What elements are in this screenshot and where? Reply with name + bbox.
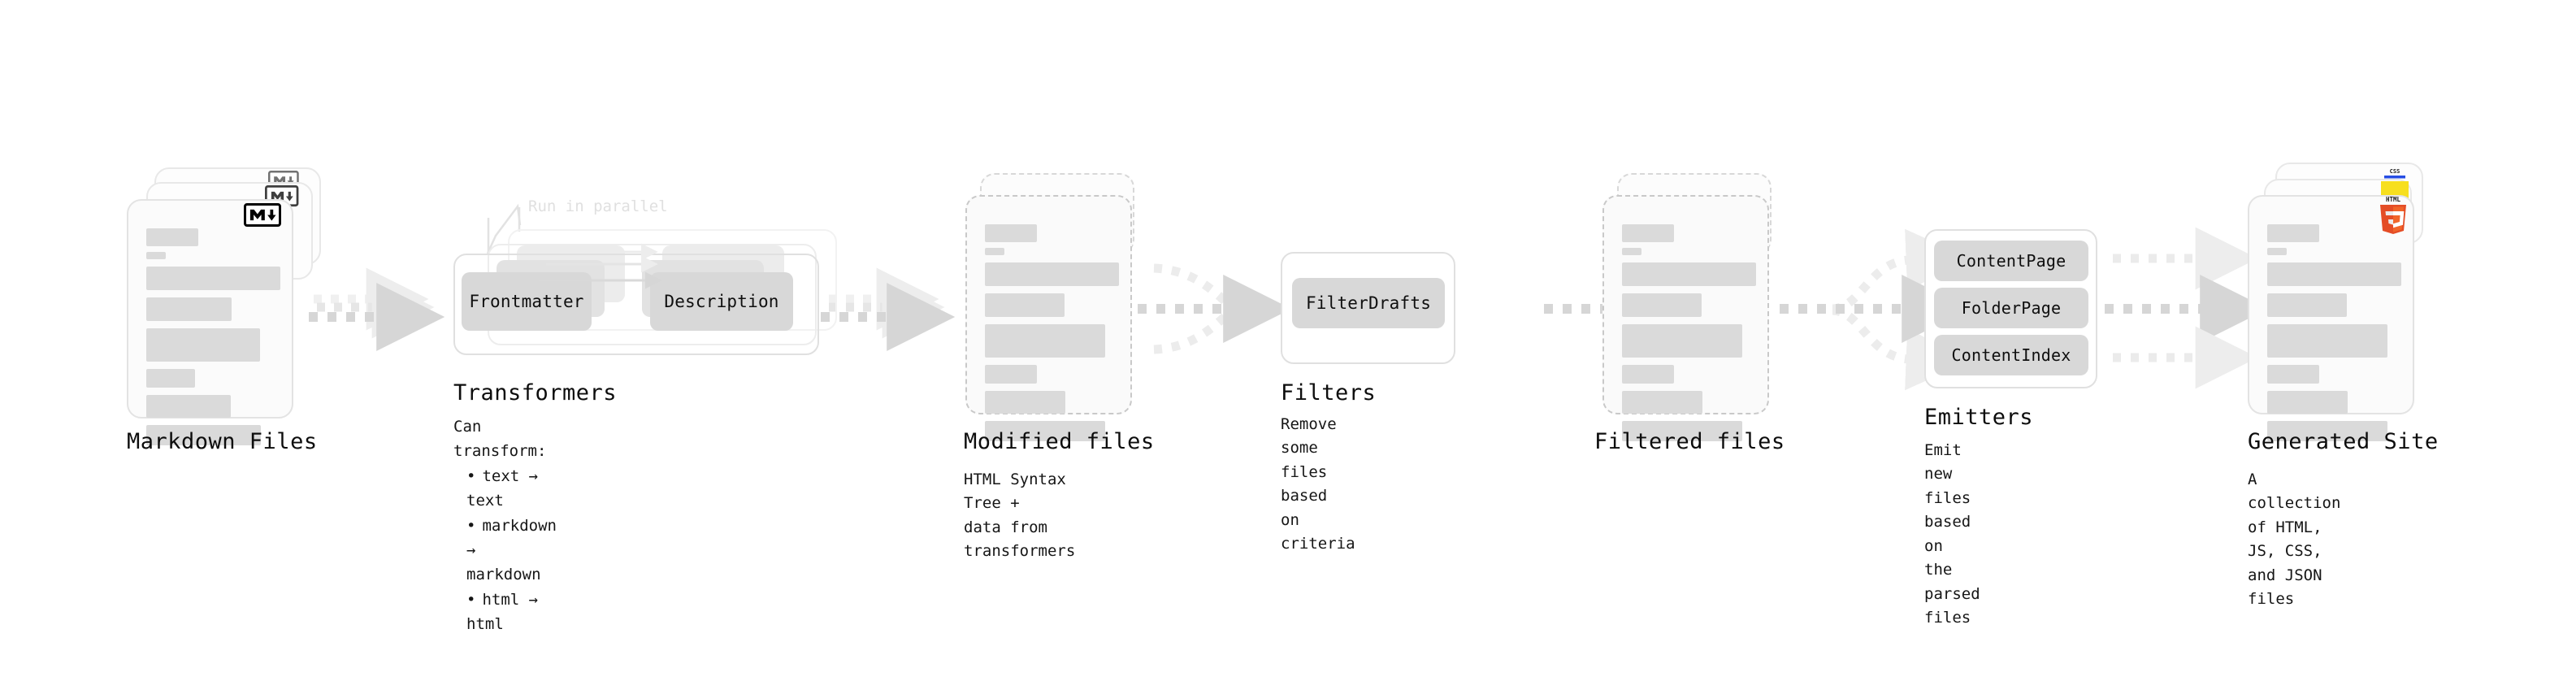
chip-description[interactable]: Description	[650, 272, 793, 331]
stage-caption-emitters: Emit new files based on the parsed files	[1924, 441, 1980, 627]
transformer-bullet-html: html → html	[466, 588, 557, 637]
chip-contentindex[interactable]: ContentIndex	[1934, 335, 2088, 375]
arrow-markdown-to-transformers	[309, 267, 445, 351]
stage-title-transformers: Transformers	[453, 380, 618, 406]
transformer-bullet-markdown: markdown → markdown	[466, 514, 557, 588]
markdown-doc-front	[127, 199, 293, 445]
chip-contentpage[interactable]: ContentPage	[1934, 241, 2088, 281]
stage-title-filtered-files: Filtered files	[1594, 429, 1785, 454]
arrow-emitters-to-site	[2105, 227, 2269, 389]
stage-caption-modified-files: HTML Syntax Tree + data from transformer…	[964, 471, 1076, 561]
svg-text:CSS: CSS	[2390, 168, 2400, 175]
doc-placeholder-lines	[1622, 224, 1756, 449]
run-in-parallel-label: Run in parallel	[528, 197, 668, 215]
arrow-filtered-to-emitters	[1780, 228, 1971, 391]
css3-icon: CSS	[2384, 167, 2405, 179]
stage-caption-filters: Remove some files based on criteria	[1281, 415, 1355, 553]
chip-filterdrafts[interactable]: FilterDrafts	[1292, 278, 1445, 328]
stage-caption-generated-site: A collection of HTML, JS, CSS, and JSON …	[2248, 471, 2341, 609]
doc-placeholder-lines	[985, 224, 1119, 449]
chip-frontmatter[interactable]: Frontmatter	[462, 272, 592, 331]
modified-doc-front	[965, 195, 1132, 441]
doc-placeholder-lines	[146, 228, 280, 453]
stage-title-modified-files: Modified files	[964, 429, 1155, 454]
markdown-icon	[244, 203, 281, 227]
transformer-bullet-text: text → text	[466, 464, 557, 514]
arrow-modified-to-filters	[1138, 263, 1292, 354]
filtered-doc-front	[1602, 195, 1769, 441]
chip-folderpage[interactable]: FolderPage	[1934, 288, 2088, 328]
html5-icon: HTML	[2377, 195, 2409, 234]
stage-title-markdown-files: Markdown Files	[127, 429, 318, 454]
svg-text:HTML: HTML	[2386, 196, 2401, 203]
doc-placeholder-lines	[2267, 224, 2401, 449]
transformers-capabilities: Can transform: text → text markdown → ma…	[453, 414, 557, 637]
transformer-card-front	[453, 254, 819, 355]
stage-title-generated-site: Generated Site	[2248, 429, 2439, 454]
transformers-caption-heading: Can transform:	[453, 418, 547, 461]
stage-title-filters: Filters	[1281, 380, 1377, 406]
js-icon	[2381, 181, 2409, 199]
stage-title-emitters: Emitters	[1924, 405, 2034, 430]
